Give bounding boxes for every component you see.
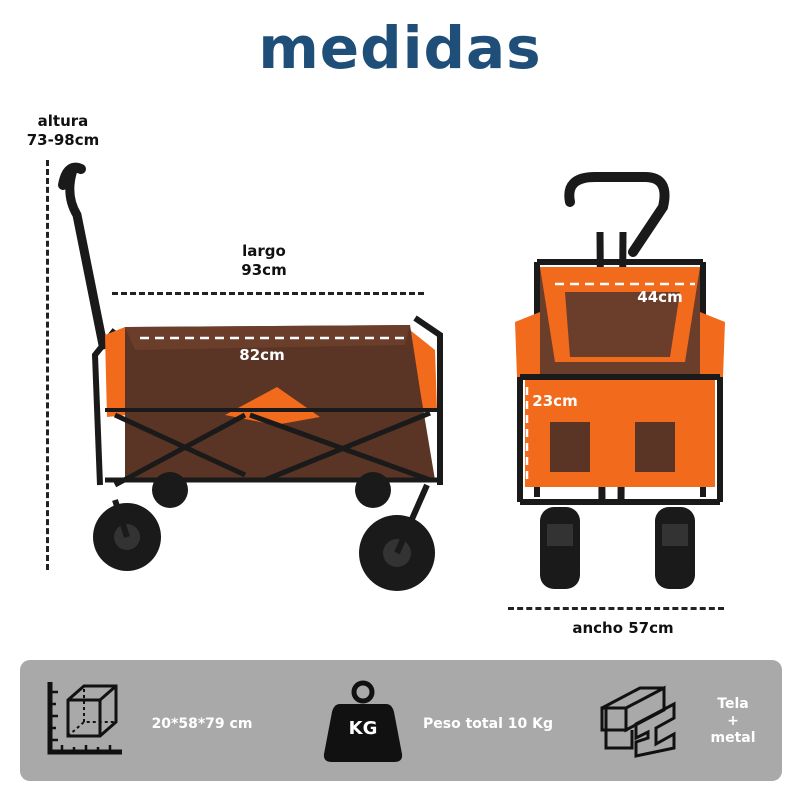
- material-text: Tela + metal: [698, 696, 768, 747]
- weight-kg-icon: [323, 680, 403, 762]
- wagon-front-view: [515, 172, 725, 589]
- page-title: medidas: [258, 14, 542, 82]
- height-label: altura 73-98cm: [18, 112, 108, 150]
- height-dimension-line: [46, 160, 49, 570]
- length-value: 93cm: [241, 261, 287, 279]
- info-bar: 20*58*79 cm KG Peso total 10 Kg Tela + m…: [20, 660, 782, 781]
- metal-profile-icon: [600, 685, 676, 758]
- weight-badge: KG: [348, 718, 378, 739]
- box-dimensions-icon: [47, 682, 122, 755]
- material-line-3: metal: [710, 730, 756, 746]
- length-label-text: largo: [242, 242, 286, 260]
- inner-width-label: 44cm: [637, 288, 683, 306]
- length-dimension-line: [112, 292, 424, 295]
- material-line-2: +: [727, 713, 739, 729]
- material-line-1: Tela: [717, 696, 749, 712]
- height-label-text: altura: [37, 112, 89, 130]
- wagon-side-view: [58, 162, 443, 591]
- width-dimension-line: [508, 607, 724, 610]
- width-label: ancho 57cm: [572, 619, 674, 637]
- inner-length-label: 82cm: [239, 346, 285, 364]
- size-text: 20*58*79 cm: [151, 716, 253, 732]
- inner-depth-label: 23cm: [532, 392, 578, 410]
- height-value: 73-98cm: [26, 131, 100, 149]
- weight-text: Peso total 10 Kg: [423, 716, 553, 732]
- length-label: largo 93cm: [224, 242, 304, 280]
